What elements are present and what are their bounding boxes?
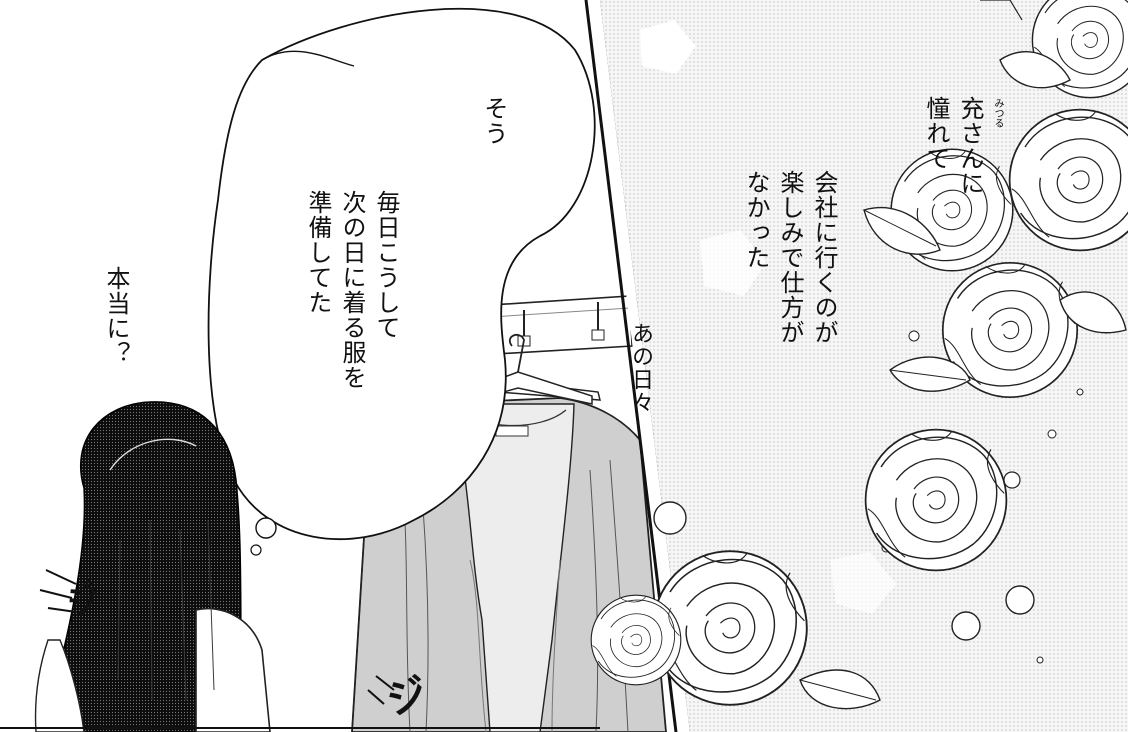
rose-cluster bbox=[590, 0, 1128, 710]
thought-line-3: 次の日に着る服を bbox=[338, 190, 366, 390]
thought-line-4: 準備してた bbox=[304, 190, 332, 315]
narration-2-line-3: なかった bbox=[742, 170, 770, 270]
narration-2-line-2: 楽しみで仕方が bbox=[776, 170, 804, 345]
narration-2-line-1: 会社に行くのが bbox=[810, 170, 838, 345]
narration-1-line-2: 憧れて bbox=[922, 96, 950, 171]
left-panel bbox=[34, 7, 667, 732]
right-panel bbox=[590, 0, 1128, 732]
thought-bubble-shape bbox=[207, 7, 596, 556]
girl-figure bbox=[34, 401, 271, 732]
thought-line-1: そう bbox=[480, 96, 508, 146]
narration-1-line-1: 充さんに bbox=[956, 96, 984, 196]
caption-those-days: あの日々 bbox=[628, 322, 653, 414]
emphasis-lines bbox=[39, 569, 395, 705]
thought-line-2: 毎日こうして bbox=[372, 190, 400, 340]
reply-speech: 本当に？ bbox=[102, 266, 130, 366]
narration-1-ruby: みつる bbox=[992, 98, 1003, 128]
